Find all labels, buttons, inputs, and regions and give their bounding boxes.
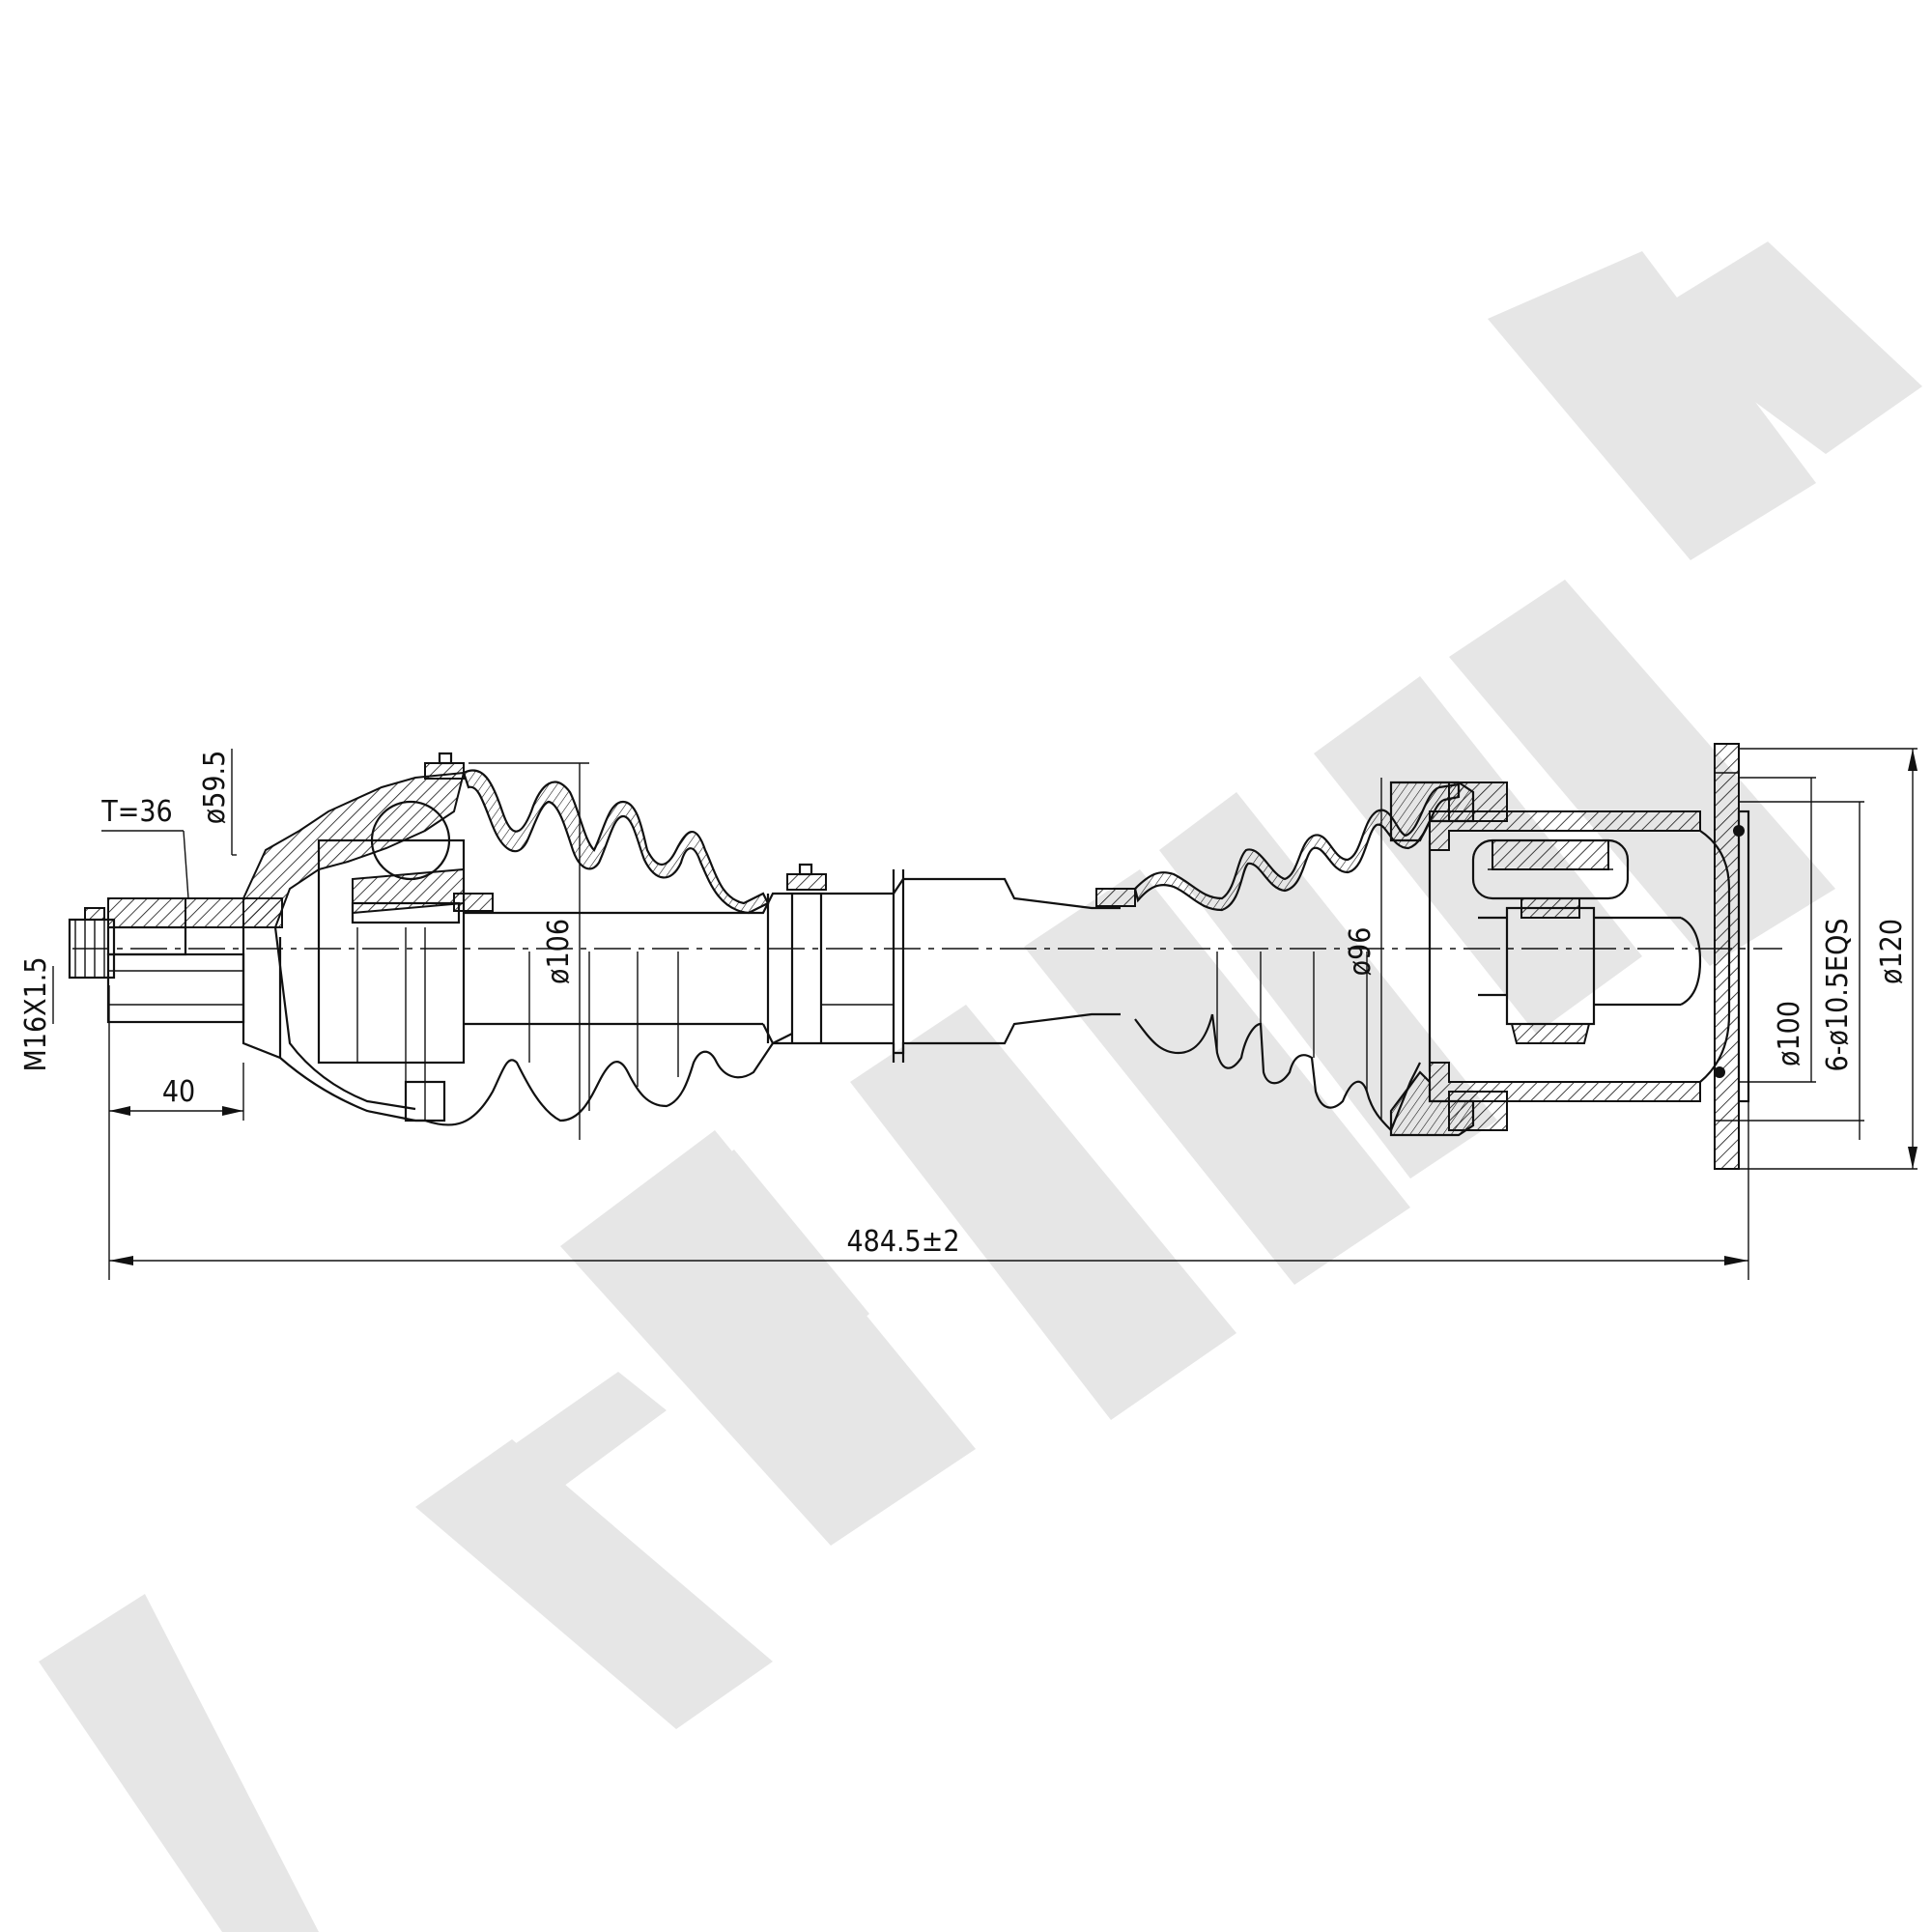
flange-pcd-label: ø100 bbox=[1773, 1001, 1806, 1066]
outer-diameter-small-label: ø59.5 bbox=[198, 751, 232, 825]
stub-length-label: 40 bbox=[162, 1075, 195, 1109]
nut-width-label: T=36 bbox=[100, 795, 172, 829]
dimension-lines bbox=[52, 748, 1918, 1280]
overall-length-label: 484.5±2 bbox=[846, 1225, 959, 1259]
outer-boot-diameter-label: ø106 bbox=[542, 919, 576, 984]
inner-boot-diameter-label: ø96 bbox=[1344, 927, 1378, 977]
inner-tripod-joint bbox=[1389, 743, 1750, 1170]
inner-boot bbox=[1095, 782, 1461, 1132]
outer-cv-joint bbox=[68, 752, 494, 1122]
flange-diameter-label: ø120 bbox=[1875, 919, 1909, 984]
bolt-holes-label: 6-ø10.5EQS bbox=[1821, 919, 1855, 1072]
shaft bbox=[464, 863, 1121, 1063]
outer-boot bbox=[424, 769, 793, 1126]
thread-label: M16X1.5 bbox=[19, 956, 53, 1071]
